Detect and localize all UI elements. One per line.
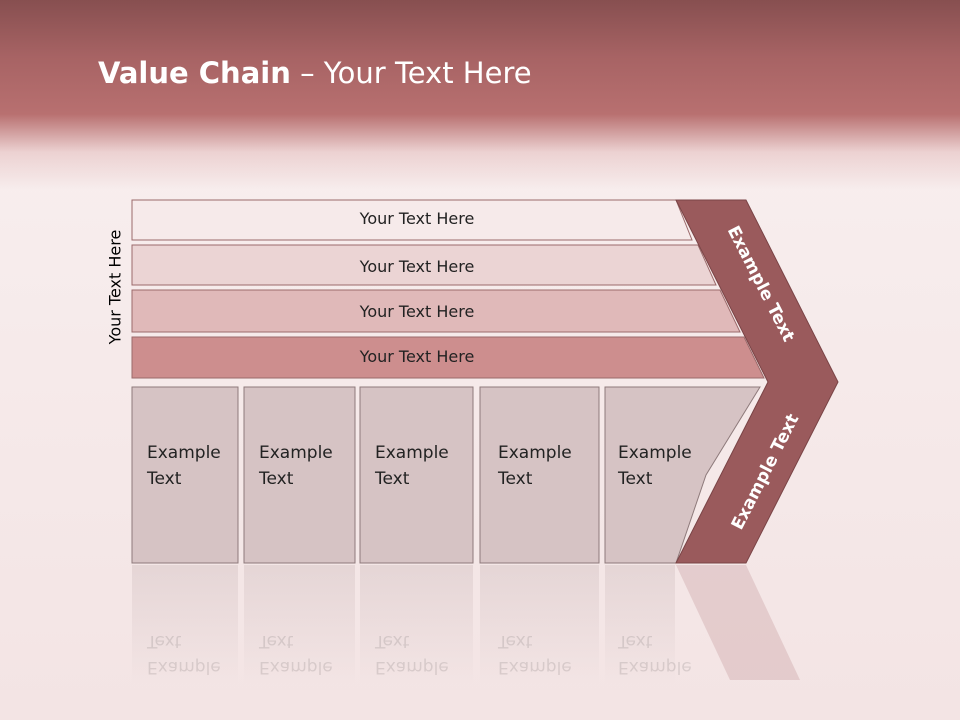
column-5-reflection-line2: Text xyxy=(618,631,653,651)
column-4-label: Example Text xyxy=(498,440,572,492)
bar-2[interactable] xyxy=(131,244,717,286)
column-4-line2: Text xyxy=(498,469,533,489)
column-2-reflection: Example Text xyxy=(259,628,333,680)
reflection-group xyxy=(132,565,800,685)
column-4-reflection-line2: Text xyxy=(498,631,533,651)
column-1-line1: Example xyxy=(147,443,221,463)
column-2-line1: Example xyxy=(259,443,333,463)
column-3-line1: Example xyxy=(375,443,449,463)
title-rest: – Your Text Here xyxy=(290,56,532,90)
column-3-reflection: Example Text xyxy=(375,628,449,680)
column-1-line2: Text xyxy=(147,469,182,489)
bar-4[interactable] xyxy=(131,336,765,379)
column-2-reflection-line2: Text xyxy=(259,631,294,651)
column-4-line1: Example xyxy=(498,443,572,463)
column-2-reflection-line1: Example xyxy=(259,657,333,677)
column-4-reflection: Example Text xyxy=(498,628,572,680)
bar-4-label: Your Text Here xyxy=(359,347,475,366)
column-4-reflection-line1: Example xyxy=(498,657,572,677)
column-5-reflection: Example Text xyxy=(618,628,692,680)
chevron-arrow[interactable] xyxy=(675,199,839,564)
column-1[interactable] xyxy=(131,386,239,564)
bar-3[interactable] xyxy=(131,289,741,333)
title-bold: Value Chain xyxy=(98,56,291,90)
column-5-label: Example Text xyxy=(618,440,692,492)
column-1-reflection: Example Text xyxy=(147,628,221,680)
column-5-line1: Example xyxy=(618,443,692,463)
column-1-reflection-line2: Text xyxy=(147,631,182,651)
column-5-reflection-line1: Example xyxy=(618,657,692,677)
column-3-reflection-line2: Text xyxy=(375,631,410,651)
column-2-line2: Text xyxy=(259,469,294,489)
column-5[interactable] xyxy=(604,386,761,564)
column-2-label: Example Text xyxy=(259,440,333,492)
column-1-reflection-line1: Example xyxy=(147,657,221,677)
slide-title[interactable]: Value Chain – Your Text Here xyxy=(98,56,532,90)
column-3[interactable] xyxy=(359,386,474,564)
column-5-line2: Text xyxy=(618,469,653,489)
column-1-label: Example Text xyxy=(147,440,221,492)
bar-1-label: Your Text Here xyxy=(359,209,475,228)
column-3-reflection-line1: Example xyxy=(375,657,449,677)
header-band xyxy=(0,0,960,190)
column-3-line2: Text xyxy=(375,469,410,489)
bar-3-label: Your Text Here xyxy=(359,302,475,321)
bar-1[interactable] xyxy=(131,199,693,241)
bar-2-label: Your Text Here xyxy=(359,257,475,276)
column-3-label: Example Text xyxy=(375,440,449,492)
column-4[interactable] xyxy=(479,386,600,564)
column-2[interactable] xyxy=(243,386,356,564)
